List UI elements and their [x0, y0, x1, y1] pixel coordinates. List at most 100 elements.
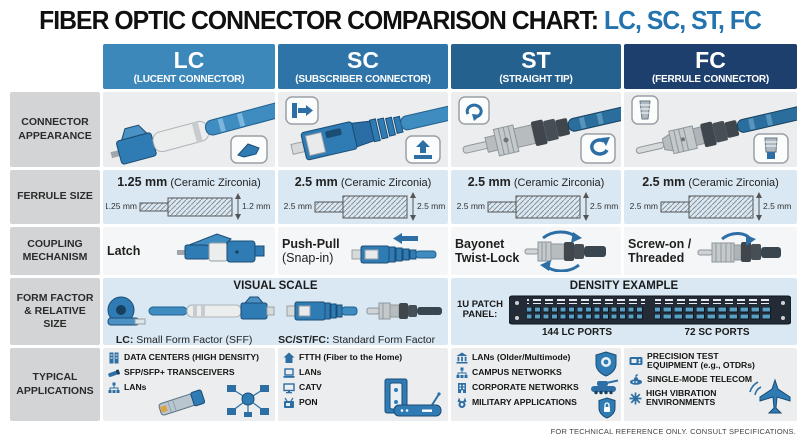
page-title-main: FIBER OPTIC CONNECTOR COMPARISON CHART:	[39, 5, 604, 35]
ferrule-st-cell: 2.5 mm (Ceramic Zirconia) 2.5 mm 2.5 mm	[451, 170, 621, 224]
row-label-form-factor: FORM FACTOR & RELATIVE SIZE	[10, 278, 100, 345]
applications-sc-cell: FTTH (Fiber to the Home) LANs CATV PON	[278, 348, 448, 421]
sc-insert-badge-icon	[285, 96, 319, 125]
coupling-lc-text: Latch	[107, 244, 141, 258]
density-example-cell: DENSITY EXAMPLE 1U PATCH PANEL:	[451, 278, 797, 345]
list-item: DATA CENTERS (HIGH DENSITY)	[108, 352, 273, 364]
visual-scale-title: VISUAL SCALE	[233, 280, 318, 292]
sc-pushpull-glyph-icon	[351, 233, 437, 264]
svg-text:2.5 mm: 2.5 mm	[590, 201, 618, 211]
density-body: 1U PATCH PANEL:	[451, 292, 797, 327]
sc-fullname: (SUBSCRIBER CONNECTOR)	[295, 73, 431, 85]
list-item: LANs	[283, 367, 446, 379]
appearance-fc-cell	[624, 92, 797, 167]
fc-thread-badge-icon	[631, 95, 659, 125]
coupling-sc-cell: Push-Pull(Snap-in)	[278, 227, 448, 275]
lc-ports-caption: 144 LC PORTS	[541, 327, 613, 338]
applications-st-cell: LANs (Older/Multimode) CAMPUS NETWORKS C…	[451, 348, 621, 421]
column-header-st: ST (STRAIGHT TIP)	[451, 44, 621, 89]
svg-text:2.5 mm: 2.5 mm	[284, 201, 312, 211]
visual-scale-captions: LC: Small Form Factor (SFF) SC/ST/FC: St…	[103, 334, 448, 345]
sfp-transceiver-icon	[158, 389, 206, 416]
ferrule-fc-text: 2.5 mm (Ceramic Zirconia)	[642, 175, 779, 189]
svg-text:2.5 mm: 2.5 mm	[457, 201, 485, 211]
applications-lc-cell: DATA CENTERS (HIGH DENSITY) SFP/SFP+ TRA…	[103, 348, 275, 421]
coupling-fc-text: Screw-on /Threaded	[628, 237, 692, 265]
tape-measure-icon	[107, 296, 146, 326]
ferrule-st-text: 2.5 mm (Ceramic Zirconia)	[467, 175, 605, 189]
st-connector-illustration	[458, 96, 621, 164]
st-bayonet-glyph-icon	[524, 230, 607, 272]
airplane-icon	[749, 378, 791, 414]
fc-abbr: FC	[695, 46, 726, 73]
page-title-highlight: LC, SC, ST, FC	[603, 5, 762, 35]
military-medal-icon	[457, 397, 467, 408]
submarine-icon	[630, 374, 642, 385]
fc-thread-badge2-icon	[753, 133, 789, 164]
lc-connector-illustration	[110, 99, 275, 165]
svg-text:1.25 mm: 1.25 mm	[106, 201, 137, 211]
list-item: CORPORATE NETWORKS	[456, 382, 619, 394]
monitor-icon	[283, 383, 295, 394]
sc-push-badge-icon	[405, 135, 441, 164]
tank-icon	[591, 379, 619, 395]
bank-building-icon	[456, 352, 468, 364]
lc-abbr: LC	[173, 46, 205, 73]
list-item: LANs	[108, 382, 273, 394]
otdr-tester-icon	[629, 357, 643, 366]
svg-text:2.5 mm: 2.5 mm	[417, 201, 445, 211]
svg-text:2.5 mm: 2.5 mm	[630, 201, 658, 211]
sc-ports-caption: 72 SC PORTS	[684, 327, 750, 338]
density-example-title: DENSITY EXAMPLE	[569, 280, 679, 292]
lc-scale-connector	[148, 296, 275, 320]
corporate-building-icon	[458, 383, 466, 393]
fc-screwon-glyph-icon	[697, 232, 781, 263]
ferrule-lc-cell: 1.25 mm (Ceramic Zirconia) 1.25 mm 1.2 m…	[103, 170, 275, 224]
laptop-icon	[283, 368, 295, 378]
lan-tree-icon	[108, 382, 120, 393]
ferrule-sc-diagram: 2.5 mm 2.5 mm	[284, 192, 445, 221]
router-icon	[393, 392, 442, 417]
tv-icon	[284, 397, 294, 408]
sc-abbr: SC	[347, 46, 379, 73]
lc-form-factor-caption: LC: Small Form Factor (SFF)	[115, 334, 253, 345]
patch-panel-illustration	[509, 295, 791, 325]
std-form-factor-caption: SC/ST/FC: Standard Form Factor	[278, 334, 436, 345]
lc-fullname: (LUCENT CONNECTOR)	[133, 73, 245, 85]
appearance-sc-cell	[278, 92, 448, 167]
shield-lock-icon	[598, 397, 616, 419]
page-title: FIBER OPTIC CONNECTOR COMPARISON CHART: …	[20, 5, 780, 36]
comparison-table: LC (LUCENT CONNECTOR) SC (SUBSCRIBER CON…	[10, 44, 797, 421]
svg-text:2.5 mm: 2.5 mm	[763, 201, 791, 211]
list-item: CATV	[283, 382, 446, 394]
ferrule-fc-diagram: 2.5 mm 2.5 mm	[630, 192, 791, 221]
transceiver-icon	[108, 369, 120, 377]
st-fullname: (STRAIGHT TIP)	[499, 73, 573, 85]
ferrule-sc-cell: 2.5 mm (Ceramic Zirconia) 2.5 mm 2.5 mm	[278, 170, 448, 224]
fc-connector-illustration	[631, 95, 797, 164]
list-item: HIGH VIBRATION ENVIRONMENTS	[629, 388, 795, 408]
visual-scale-cell: VISUAL SCALE	[103, 278, 448, 345]
ferrule-fc-cell: 2.5 mm (Ceramic Zirconia) 2.5 mm 2.5 mm	[624, 170, 797, 224]
coupling-fc-cell: Screw-on /Threaded	[624, 227, 797, 275]
list-item: CAMPUS NETWORKS	[456, 367, 619, 379]
patch-panel-label: 1U PATCH PANEL:	[456, 298, 504, 320]
st-twist-badge-icon	[458, 96, 490, 125]
vibration-icon	[629, 392, 642, 405]
column-header-sc: SC (SUBSCRIBER CONNECTOR)	[278, 44, 448, 89]
ferrule-lc-text: 1.25 mm (Ceramic Zirconia)	[117, 175, 261, 189]
house-icon	[283, 352, 295, 363]
row-label-typical-applications: TYPICAL APPLICATIONS	[10, 348, 100, 421]
row-label-connector-appearance: CONNECTOR APPEARANCE	[10, 92, 100, 167]
st-scale-connector	[366, 302, 442, 320]
coupling-lc-cell: Latch	[103, 227, 275, 275]
fc-fullname: (FERRULE CONNECTOR)	[651, 73, 770, 85]
row-label-ferrule-size: FERRULE SIZE	[10, 170, 100, 224]
list-item: MILITARY APPLICATIONS	[456, 397, 619, 409]
ferrule-st-diagram: 2.5 mm 2.5 mm	[457, 192, 618, 221]
list-item: SFP/SFP+ TRANSCEIVERS	[108, 367, 273, 379]
shield-badge-icon	[595, 351, 617, 377]
